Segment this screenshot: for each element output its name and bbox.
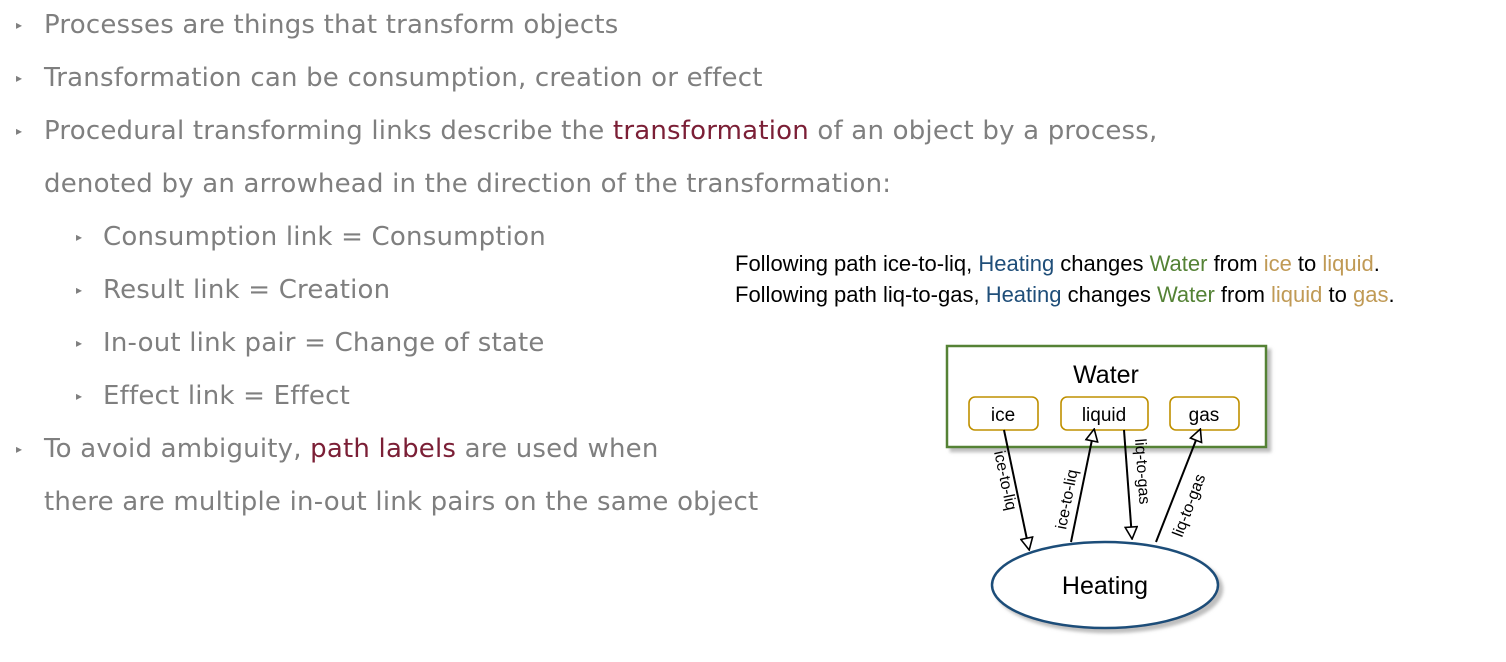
caption-object: Water (1149, 251, 1208, 276)
bullet-text: Procedural transforming links describe t… (44, 116, 613, 146)
sub-bullet-marker: ▸ (76, 336, 83, 350)
opl-sentence-2: Following path liq-to-gas, Heating chang… (735, 282, 1395, 308)
path-label-liq-to-gas-out: liq-to-gas (1170, 472, 1209, 540)
caption-text: changes (1054, 251, 1150, 276)
bullet-marker: ▸ (16, 124, 23, 138)
sub-bullet-in-out: In-out link pair = Change of state (103, 328, 545, 358)
bullet-procedural-links-cont: denoted by an arrowhead in the direction… (44, 169, 891, 199)
bullet-marker: ▸ (16, 71, 23, 85)
sub-bullet-text: Consumption link = Consumption (103, 222, 546, 252)
bullet-text: are used when (456, 434, 659, 464)
caption-text: . (1373, 251, 1380, 276)
bullet-text: To avoid ambiguity, (44, 434, 311, 464)
process-heating-label: Heating (1062, 572, 1148, 600)
sub-bullet-consumption: Consumption link = Consumption (103, 222, 546, 252)
sub-bullet-text: Result link = Creation (103, 275, 391, 305)
link-liquid-to-heating (1123, 429, 1132, 538)
caption-object: Water (1156, 282, 1215, 307)
caption-text: to (1322, 282, 1353, 307)
bullet-text: Transformation can be consumption, creat… (44, 63, 763, 93)
caption-state: gas (1352, 282, 1389, 307)
bullet-transformation: Transformation can be consumption, creat… (44, 63, 763, 93)
link-heating-to-gas (1155, 430, 1200, 543)
opl-sentence-1: Following path ice-to-liq, Heating chang… (735, 251, 1380, 277)
sub-bullet-marker: ▸ (76, 230, 83, 244)
process-heating-ellipse (990, 540, 1220, 630)
sub-bullet-result: Result link = Creation (103, 275, 390, 305)
state-liquid-box (1060, 396, 1149, 431)
link-heating-to-liquid (1070, 430, 1094, 543)
bullet-text: Processes are things that transform obje… (44, 10, 619, 40)
object-water-label: Water (1073, 361, 1139, 389)
sub-bullet-marker: ▸ (76, 389, 83, 403)
path-label-ice-to-liq-out: ice-to-liq (1053, 468, 1081, 531)
path-label-liq-to-gas-in: liq-to-gas (1131, 438, 1153, 505)
state-gas-box (1169, 396, 1240, 431)
caption-text: from (1207, 251, 1264, 276)
sub-bullet-marker: ▸ (76, 283, 83, 297)
state-liquid-label: liquid (1082, 405, 1126, 426)
state-ice-box (968, 396, 1039, 431)
sub-bullet-text: Effect link = Effect (103, 381, 351, 411)
sub-bullet-text: In-out link pair = Change of state (103, 328, 545, 358)
caption-state: liquid (1271, 282, 1323, 307)
caption-process: Heating (985, 282, 1062, 307)
highlight-transformation: transformation (612, 116, 809, 146)
bullet-marker: ▸ (16, 18, 23, 32)
caption-text: Following path liq-to-gas, (735, 282, 986, 307)
bullet-ambiguity-cont: there are multiple in-out link pairs on … (44, 487, 758, 517)
caption-text: . (1388, 282, 1395, 307)
caption-text: Following path ice-to-liq, (735, 251, 979, 276)
state-ice-label: ice (991, 405, 1015, 426)
bullet-ambiguity: To avoid ambiguity, path labels are used… (44, 434, 659, 464)
caption-text: from (1214, 282, 1272, 307)
caption-state: ice (1263, 251, 1292, 276)
bullet-text: there are multiple in-out link pairs on … (44, 487, 759, 517)
highlight-path-labels: path labels (310, 434, 457, 464)
bullet-processes: Processes are things that transform obje… (44, 10, 619, 40)
link-ice-to-heating (1003, 429, 1029, 549)
opm-diagram: Water ice liquid gas Heating ice-to-liq … (945, 344, 1268, 630)
caption-state: liquid (1322, 251, 1374, 276)
state-gas-label: gas (1189, 405, 1220, 426)
caption-process: Heating (978, 251, 1055, 276)
caption-text: to (1291, 251, 1323, 276)
sub-bullet-effect: Effect link = Effect (103, 381, 350, 411)
bullet-text: of an object by a process, (808, 116, 1158, 146)
bullet-procedural-links: Procedural transforming links describe t… (44, 116, 1158, 146)
bullet-text: denoted by an arrowhead in the direction… (44, 169, 892, 199)
bullet-marker: ▸ (16, 442, 23, 456)
caption-text: changes (1061, 282, 1157, 307)
